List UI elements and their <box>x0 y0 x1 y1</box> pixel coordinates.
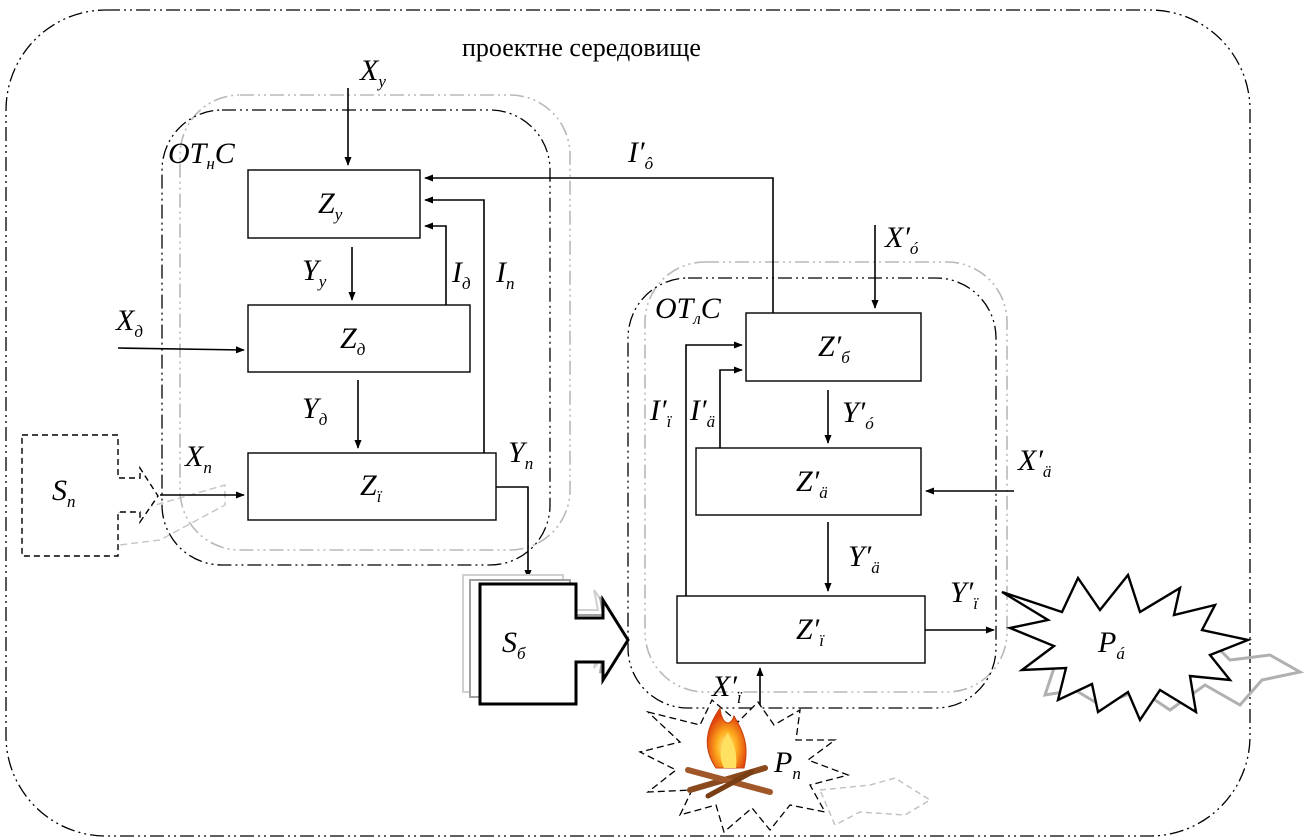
label-xy: Xу <box>359 54 386 91</box>
label-xb-prime: X′ó <box>884 221 919 258</box>
arrow-id <box>425 226 446 305</box>
label-yy: Yу <box>302 254 327 291</box>
arrow-ia-prime <box>720 370 742 448</box>
label-xa-prime: X′ä <box>1017 444 1051 481</box>
label-xd: Xд <box>115 304 143 341</box>
label-yd: Yд <box>302 392 328 429</box>
block-zi-prime: Z′ï <box>677 596 925 663</box>
label-ii-prime: I′ï <box>649 394 673 431</box>
arrow-xd <box>118 348 244 350</box>
label-xn: Xп <box>184 440 212 477</box>
block-zd: Zд <box>248 305 470 372</box>
block-zb-prime: Z′б <box>746 313 921 381</box>
label-xi-prime: X′ï <box>711 670 743 707</box>
environment-label: проектне середовище <box>462 33 701 62</box>
sb-block-arrow: Sб <box>463 575 628 704</box>
environment-boundary <box>6 10 1250 836</box>
label-in: Iп <box>495 256 515 293</box>
label-yi-prime: Y′ï <box>950 576 979 613</box>
label-id: Iд <box>451 256 471 293</box>
pa-explosion-shape: Pá <box>1002 575 1300 720</box>
upper-system-label: OTнC <box>168 137 236 173</box>
lower-system-label: OTлC <box>655 292 722 328</box>
label-ib-prime: I′ô <box>627 136 653 173</box>
block-zi: Zї <box>248 453 496 520</box>
block-zy: Zу <box>248 170 420 238</box>
pn-fire-shape: Pп <box>640 700 930 832</box>
block-za-prime: Z′ä <box>696 448 921 515</box>
label-ia-prime: I′ä <box>689 394 715 431</box>
label-yb-prime: Y′ó <box>842 396 874 433</box>
label-yn: Yп <box>508 436 533 473</box>
label-ya-prime: Y′ä <box>848 540 880 577</box>
arrow-ib-prime <box>425 178 773 313</box>
